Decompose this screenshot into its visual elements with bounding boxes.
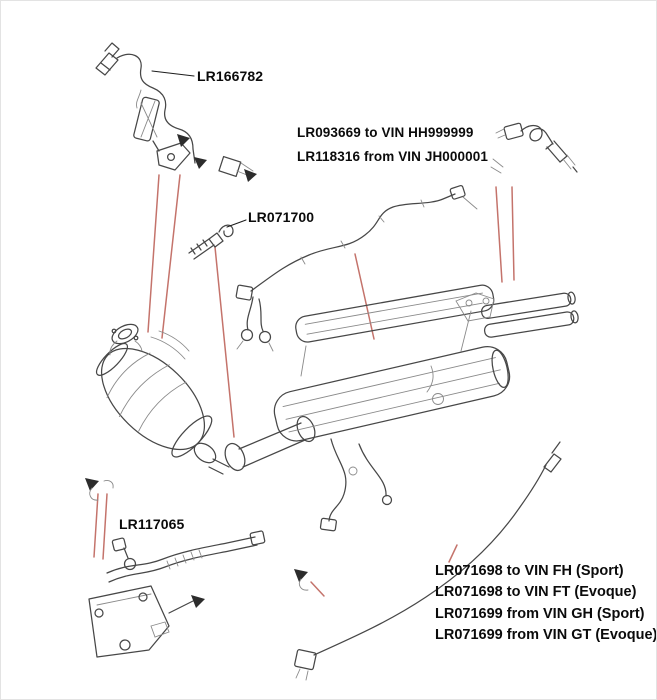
label-lr071700: LR071700 xyxy=(248,209,315,225)
sensor-mounting-bracket-art xyxy=(133,96,207,171)
label-line-lr166782 xyxy=(151,70,195,77)
label-lr071699-evoque: LR071699 from VIN GT (Evoque) xyxy=(435,627,657,644)
oxygen-sensor-lr118316-art xyxy=(490,122,578,174)
bracket-lr117065-art xyxy=(85,478,266,658)
label-lr117065: LR117065 xyxy=(119,516,185,532)
label-lr166782: LR166782 xyxy=(197,68,264,84)
exhaust-assembly-art xyxy=(224,284,579,532)
egt-sensor-cable-art xyxy=(294,441,562,681)
label-lr118316: LR118316 from VIN JH000001 xyxy=(297,149,488,164)
label-lr093669: LR093669 to VIN HH999999 xyxy=(297,125,474,140)
label-lr071699-sport: LR071699 from VIN GH (Sport) xyxy=(435,605,645,622)
leader-lines xyxy=(93,174,515,597)
label-egt-variants: LR071698 to VIN FH (Sport) LR071698 to V… xyxy=(435,561,657,647)
wiring-harness-art xyxy=(235,184,478,352)
label-lr071698-sport: LR071698 to VIN FH (Sport) xyxy=(435,563,624,579)
oxygen-sensor-lr166782-art xyxy=(95,42,257,182)
catalytic-converter-art xyxy=(95,323,230,475)
sensor-lr071700-art xyxy=(188,219,247,260)
label-lr071698-evoque: LR071698 to VIN FT (Evoque) xyxy=(435,584,637,601)
